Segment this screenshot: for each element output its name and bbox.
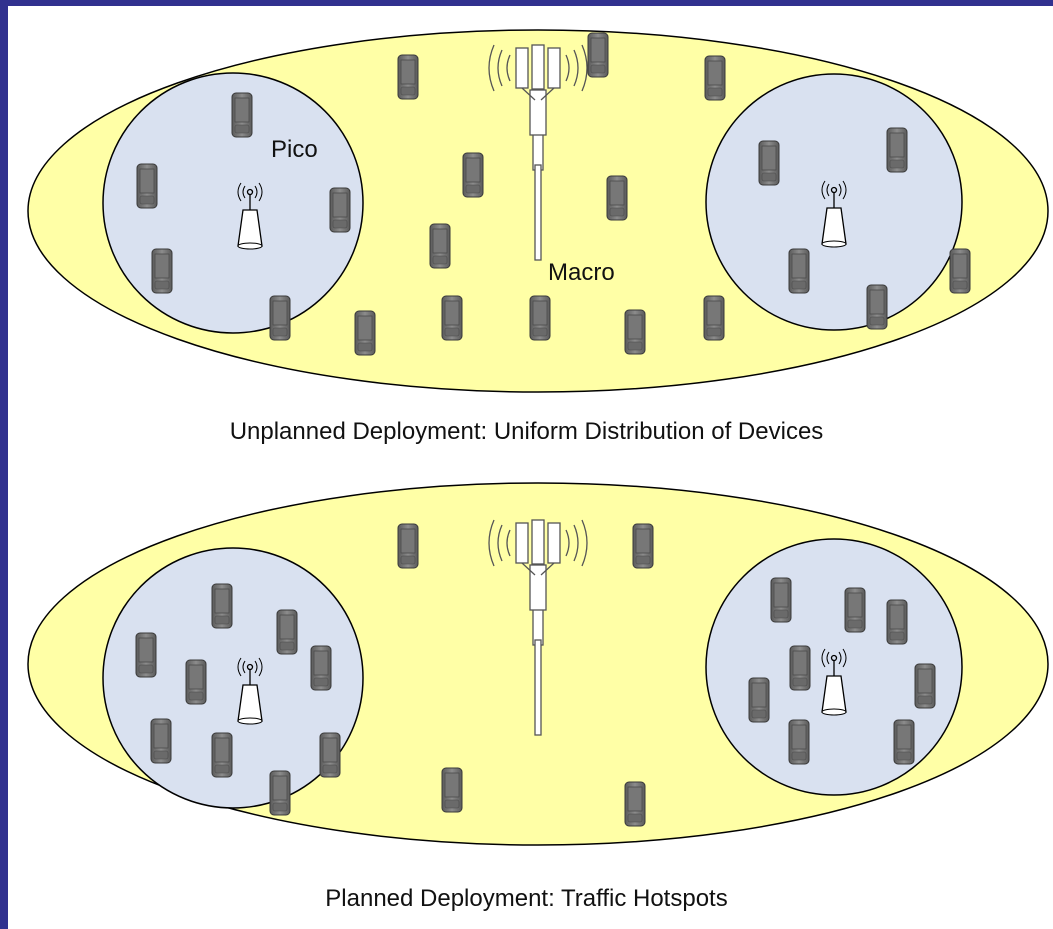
mobile-phone-icon	[606, 175, 628, 221]
mobile-phone-icon	[844, 587, 866, 633]
mobile-phone-icon	[703, 295, 725, 341]
mobile-phone-icon	[269, 770, 291, 816]
mobile-phone-icon	[789, 645, 811, 691]
mobile-phone-icon	[269, 295, 291, 341]
mobile-phone-icon	[397, 523, 419, 569]
mobile-phone-icon	[136, 163, 158, 209]
mobile-phone-icon	[770, 577, 792, 623]
mobile-phone-icon	[441, 767, 463, 813]
mobile-phone-icon	[624, 781, 646, 827]
mobile-phone-icon	[624, 309, 646, 355]
mobile-phone-icon	[276, 609, 298, 655]
macro-label: Macro	[548, 259, 615, 286]
top-caption: Unplanned Deployment: Uniform Distributi…	[229, 418, 824, 445]
pico-label: Pico	[271, 136, 318, 163]
mobile-phone-icon	[429, 223, 451, 269]
mobile-phone-icon	[329, 187, 351, 233]
mobile-phone-icon	[310, 645, 332, 691]
mobile-phone-icon	[135, 632, 157, 678]
mobile-phone-icon	[788, 248, 810, 294]
mobile-phone-icon	[231, 92, 253, 138]
mobile-phone-icon	[886, 599, 908, 645]
mobile-phone-icon	[462, 152, 484, 198]
mobile-phone-icon	[704, 55, 726, 101]
mobile-phone-icon	[354, 310, 376, 356]
mobile-phone-icon	[914, 663, 936, 709]
mobile-phone-icon	[529, 295, 551, 341]
mobile-phone-icon	[151, 248, 173, 294]
mobile-phone-icon	[748, 677, 770, 723]
mobile-phone-icon	[211, 583, 233, 629]
mobile-phone-icon	[886, 127, 908, 173]
mobile-phone-icon	[319, 732, 341, 778]
mobile-phone-icon	[150, 718, 172, 764]
mobile-phone-icon	[397, 54, 419, 100]
mobile-phone-icon	[788, 719, 810, 765]
mobile-phone-icon	[587, 32, 609, 78]
mobile-phone-icon	[632, 523, 654, 569]
mobile-phone-icon	[949, 248, 971, 294]
mobile-phone-icon	[441, 295, 463, 341]
mobile-phone-icon	[185, 659, 207, 705]
bottom-caption: Planned Deployment: Traffic Hotspots	[325, 885, 728, 912]
mobile-phone-icon	[866, 284, 888, 330]
mobile-phone-icon	[893, 719, 915, 765]
mobile-phone-icon	[758, 140, 780, 186]
mobile-phone-icon	[211, 732, 233, 778]
